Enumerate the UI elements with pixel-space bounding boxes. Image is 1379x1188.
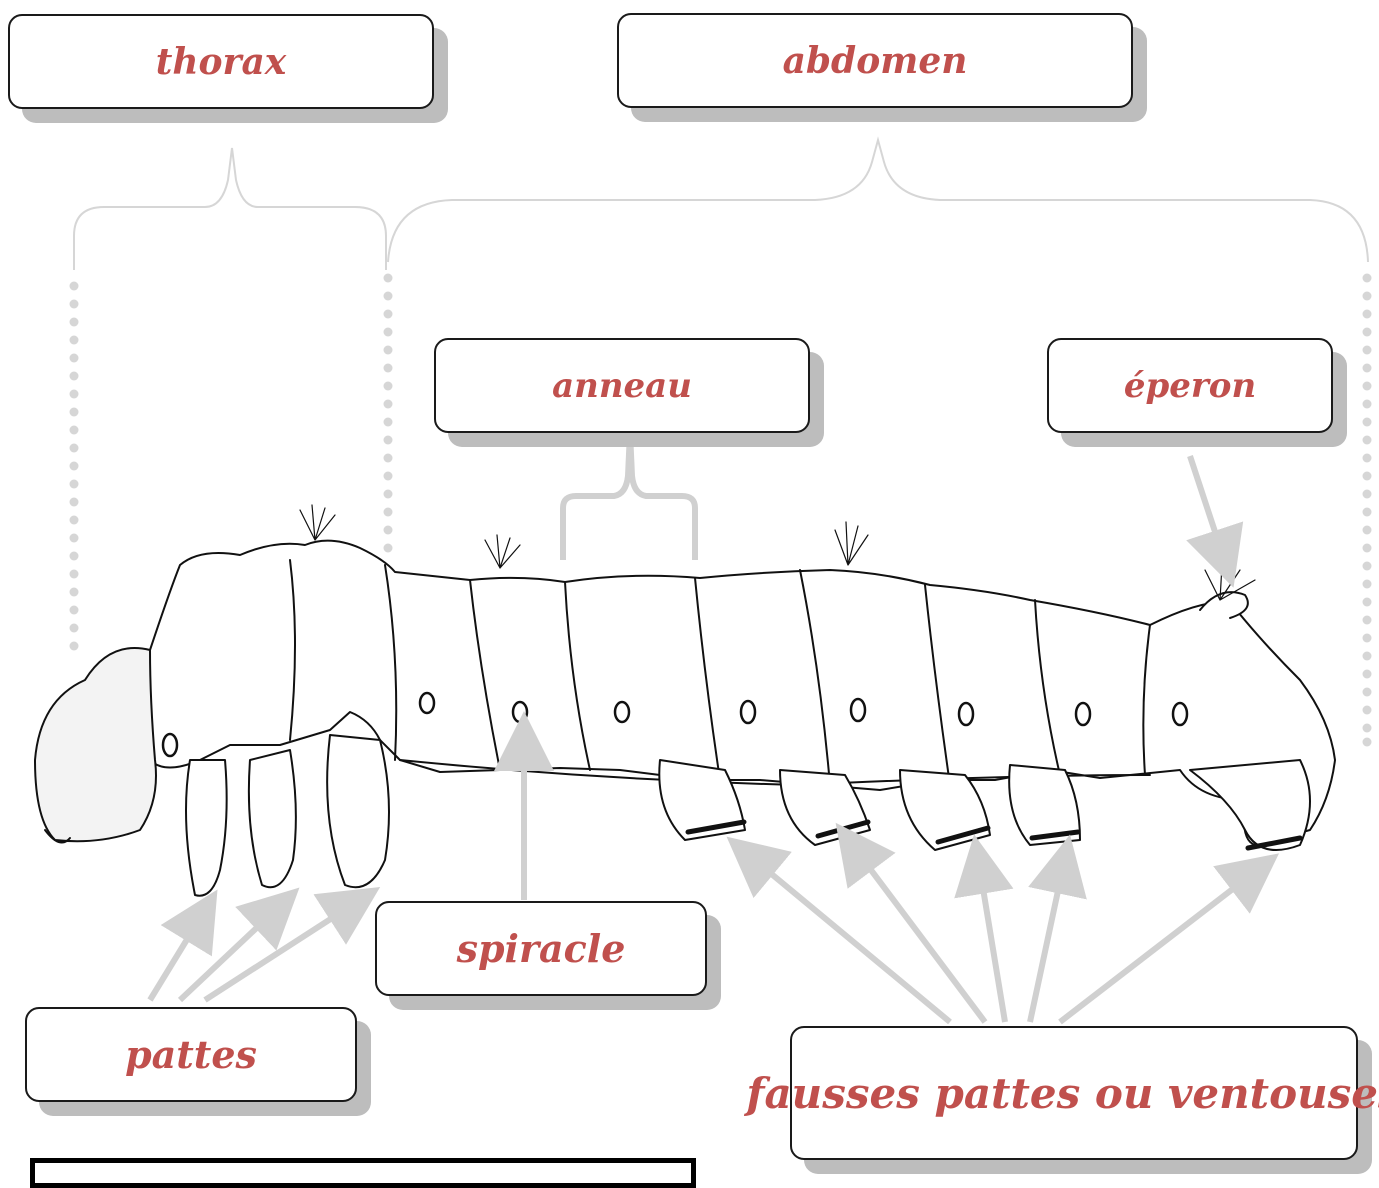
eperon-arrow [1190, 456, 1226, 565]
true-leg-3 [327, 735, 389, 887]
label-pattes: pattes [25, 1007, 357, 1102]
bottom-frame [30, 1158, 696, 1188]
pattes-arrows [150, 900, 360, 1000]
caterpillar-head [35, 648, 156, 841]
label-spiracle: spiracle [375, 901, 707, 996]
anneau-brace [563, 432, 695, 560]
abdomen-right-guide [1363, 274, 1372, 747]
caterpillar-illustration [35, 505, 1335, 896]
thorax-left-guide [70, 282, 79, 651]
label-abdomen: abdomen [617, 13, 1133, 108]
label-fausses-pattes: fausses pattes ou ventouses [790, 1026, 1358, 1160]
label-eperon: éperon [1047, 338, 1333, 433]
abdomen-brace [388, 140, 1368, 262]
thorax-brace [74, 148, 386, 270]
true-leg-1 [186, 760, 227, 896]
label-anneau: anneau [434, 338, 810, 433]
label-thorax: thorax [8, 14, 434, 109]
anal-proleg [1190, 760, 1310, 850]
thorax-abdomen-divider-guide [384, 274, 393, 553]
fausses-pattes-arrows [745, 842, 1260, 1022]
true-leg-2 [249, 750, 296, 887]
